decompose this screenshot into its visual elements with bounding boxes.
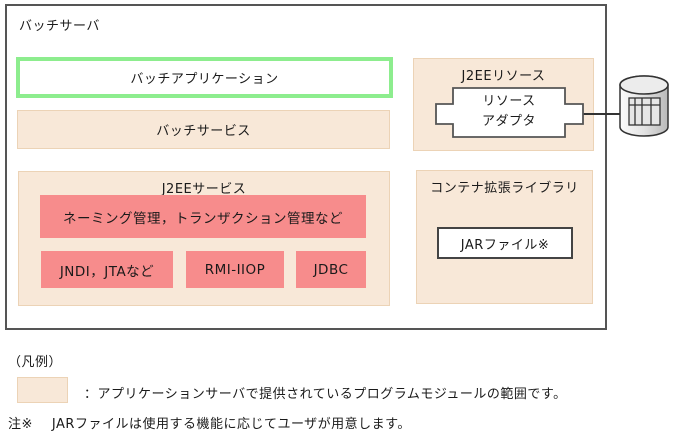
jar-file-label: JARファイル※ <box>460 237 550 253</box>
j2ee-service-label: J2EEサービス <box>161 182 247 197</box>
jndi-jta-label: JNDI，JTAなど <box>59 263 155 280</box>
legend-beige-description: ：アプリケーションサーバで提供されているプログラムモジュールの範囲です。 <box>84 387 567 402</box>
batch-application-label: バッチアプリケーション <box>130 72 279 87</box>
batch-server-label: バッチサーバ <box>19 19 100 34</box>
container-extension-library-label: コンテナ拡張ライブラリ <box>430 181 579 196</box>
batch-service-box: バッチサービス <box>17 110 390 149</box>
rmi-iiop-box: RMI-IIOP <box>186 251 284 288</box>
resource-adapter-shape <box>435 87 584 138</box>
batch-service-label: バッチサービス <box>156 124 251 139</box>
footnote: 注※ JARファイルは使用する機能に応じてユーザが用意します。 <box>8 413 411 432</box>
batch-application-box: バッチアプリケーション <box>16 57 393 98</box>
j2ee-service-box: J2EEサービス ネーミング管理，トランザクション管理など JNDI，JTAなど… <box>18 171 390 306</box>
footnote-prefix: 注※ <box>8 417 33 432</box>
jndi-jta-box: JNDI，JTAなど <box>41 251 173 288</box>
jdbc-label: JDBC <box>313 261 349 278</box>
jdbc-box: JDBC <box>296 251 366 288</box>
jar-file-box: JARファイル※ <box>437 227 573 259</box>
j2ee-resource-label: J2EEリソース <box>461 69 546 84</box>
legend-beige-swatch <box>17 377 68 403</box>
resource-adapter-label: リソース アダプタ <box>481 94 536 129</box>
rmi-iiop-label: RMI-IIOP <box>204 261 266 278</box>
legend-title: （凡例） <box>8 355 63 370</box>
connector-line <box>583 113 621 115</box>
database-icon <box>619 75 669 137</box>
naming-transaction-box: ネーミング管理，トランザクション管理など <box>40 195 366 238</box>
footnote-text: JARファイルは使用する機能に応じてユーザが用意します。 <box>51 417 411 432</box>
naming-transaction-label: ネーミング管理，トランザクション管理など <box>63 210 343 227</box>
